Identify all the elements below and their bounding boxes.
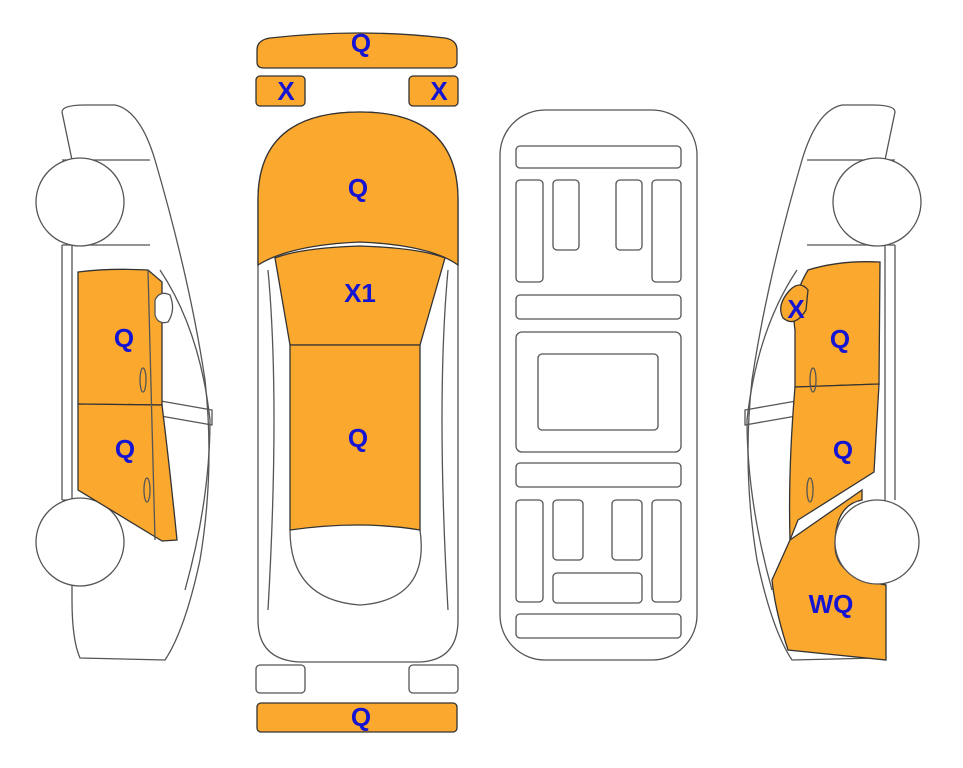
right-rear-wheel [834, 499, 920, 585]
left-side-view: Q Q [35, 104, 213, 661]
left-mirror-panel [255, 75, 306, 107]
left-rear-door-label: Q [115, 434, 135, 464]
windshield-label: X1 [344, 278, 376, 308]
hood-label: Q [348, 173, 368, 203]
hood-panel [257, 111, 459, 267]
right-front-door-label: Q [830, 324, 850, 354]
right-rear-fender-label: WQ [809, 589, 854, 619]
right-rear-door-label: Q [833, 435, 853, 465]
right-front-wheel [832, 157, 922, 247]
front-bumper-panel [256, 32, 458, 69]
underside-view [499, 109, 698, 661]
roof-panel [289, 344, 421, 531]
left-mirror-label: X [277, 76, 295, 106]
top-view: Q X X Q X1 Q Q [255, 28, 459, 733]
left-taillight [255, 664, 306, 694]
right-mirror-panel [408, 75, 459, 107]
right-mirror-label: X [430, 76, 448, 106]
right-side-view: X Q Q WQ [744, 104, 922, 661]
windshield-panel [274, 245, 446, 346]
rear-bumper-panel [256, 702, 458, 733]
right-mirror-side-label: X [787, 294, 805, 324]
rear-bumper-label: Q [351, 702, 371, 732]
left-front-door-label: Q [114, 323, 134, 353]
right-taillight [408, 664, 459, 694]
front-bumper-label: Q [351, 28, 371, 58]
left-front-wheel [35, 157, 125, 247]
left-rear-wheel [35, 497, 125, 587]
roof-label: Q [348, 423, 368, 453]
right-mirror-side-panel [780, 284, 809, 323]
